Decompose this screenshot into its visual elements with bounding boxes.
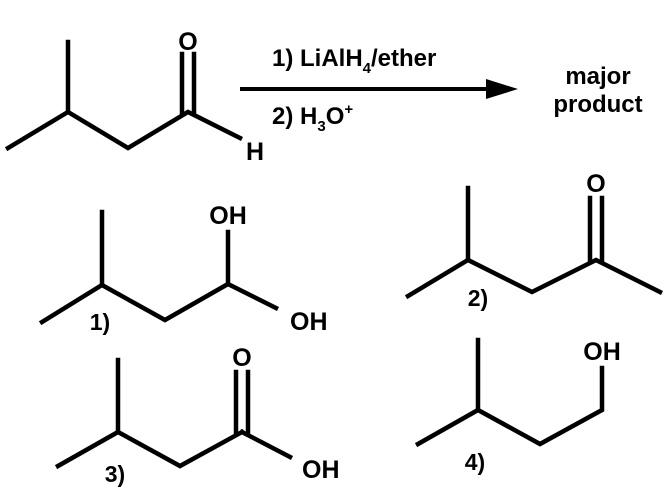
option-3-carboxylic-acid: O OH 3) [54,344,340,487]
oxygen-atom-label: O [586,170,605,198]
reagent-step-1: 1) LiAlH4/ether [272,45,436,77]
major-product-label-line1: major [565,63,630,90]
reagent-step-2-superscript: + [344,101,353,118]
major-product-label-line2: product [553,91,642,118]
option-number-4: 4) [465,449,485,475]
option-4-primary-alcohol: OH 4) [414,337,621,475]
skeleton-bonds [38,280,232,326]
skeleton-bonds [54,428,246,470]
option-number-2: 2) [468,285,488,311]
hydroxyl-label: OH [302,456,340,484]
hydroxyl-label-bottom: OH [290,308,328,336]
option-number-1: 1) [90,309,110,335]
reagent-step-1-text: 1) LiAlH [272,45,363,72]
arrowhead [486,79,518,99]
reagent-step-1-subscript: 4 [363,60,372,77]
hydrogen-atom-label: H [246,138,264,166]
oxygen-atom-label: O [178,28,197,56]
oxygen-atom-label: O [232,344,251,372]
reagent-step-2-subscript: 3 [317,118,325,135]
skeleton-bonds [404,257,664,300]
option-number-3: 3) [105,461,125,487]
c-oh-bond-bottom [224,280,280,312]
option-2-ketone: O 2) [404,170,664,311]
skeleton-bonds [4,109,244,152]
reagent-step-1-solvent: /ether [371,45,436,72]
reaction-arrow [240,79,518,99]
starting-material: O H [4,28,264,166]
reagent-step-2-oxygen: O [326,103,345,130]
hydroxyl-label-top: OH [209,202,247,230]
reagent-step-2-text: 2) H [272,103,317,130]
c-oh-bond [238,428,294,461]
hydroxyl-label: OH [583,338,621,366]
option-1-gem-diol: OH OH 1) [38,202,328,336]
skeleton-bonds [414,365,605,448]
reagent-step-2: 2) H3O+ [272,101,353,135]
